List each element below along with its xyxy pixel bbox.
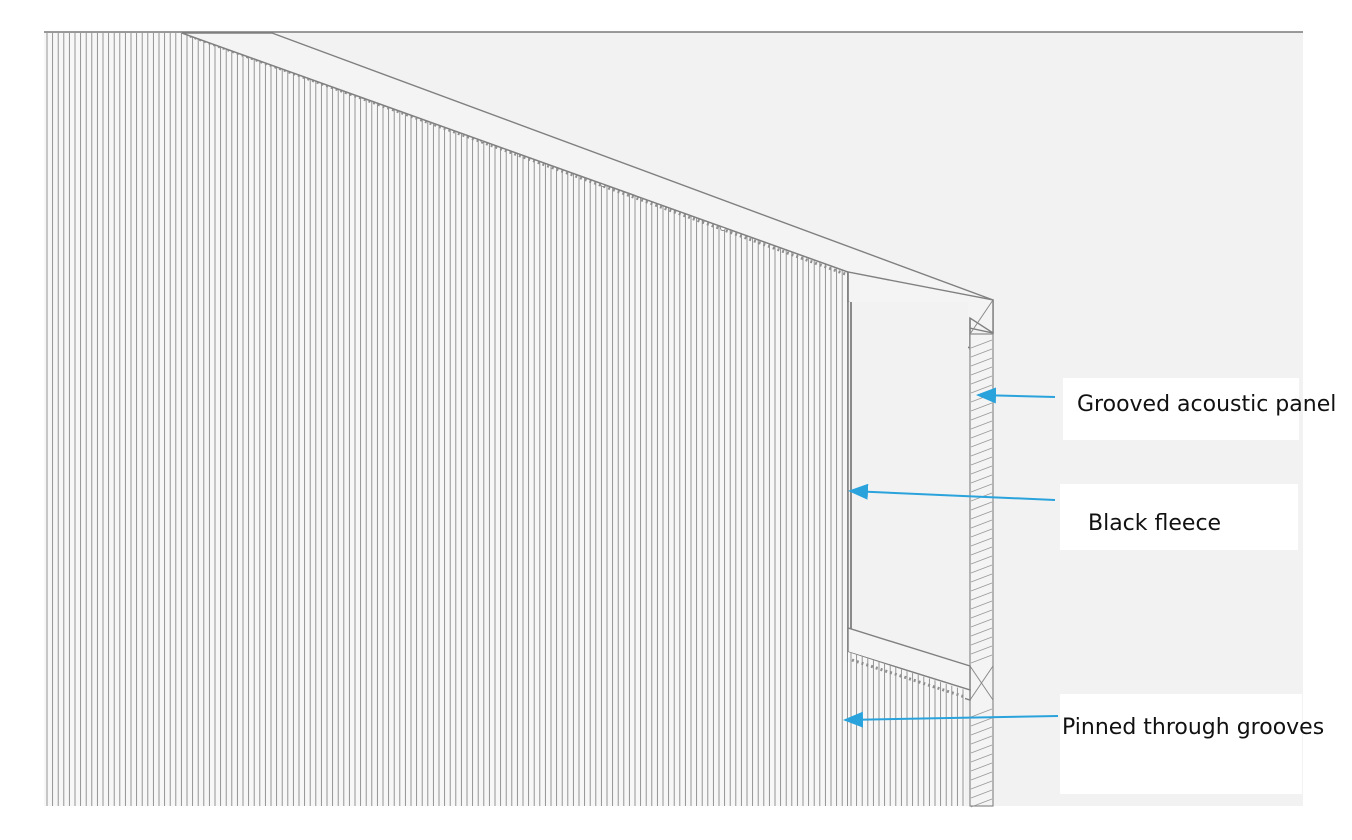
groove-line [970,600,993,610]
label-pinned-through-grooves-text: Pinned through grooves [1062,715,1325,740]
groove-line [970,339,993,349]
groove-line [970,717,993,727]
label-pinned-through-grooves: Pinned through grooves [1060,694,1324,794]
groove-line [970,429,993,439]
groove-line [970,789,993,799]
groove-line [970,591,993,601]
groove-line [970,735,993,745]
groove-line [970,564,993,574]
groove-line [970,636,993,646]
arrow-black-fleece [848,483,1056,501]
grooved-panel-edge-section [969,299,994,808]
groove-line [970,627,993,637]
groove-line [970,510,993,520]
label-grooved-acoustic-panel-text: Grooved acoustic panel [1077,392,1337,417]
groove-line [970,618,993,628]
groove-line [970,366,993,376]
groove-line [970,501,993,511]
groove-line [970,780,993,790]
groove-line [970,573,993,583]
groove-line [970,474,993,484]
groove-line [970,555,993,565]
groove-line [970,753,993,763]
groove-line [970,744,993,754]
groove-line [970,357,993,367]
arrow-grooved-panel [976,387,1056,404]
groove-line [970,546,993,556]
groove-line [970,411,993,421]
groove-line [970,348,993,358]
groove-line [970,708,993,718]
groove-line [970,762,993,772]
groove-line [970,609,993,619]
groove-line [970,537,993,547]
groove-line [970,456,993,466]
groove-line [970,420,993,430]
groove-line [970,798,993,808]
groove-line [970,645,993,655]
label-grooved-acoustic-panel: Grooved acoustic panel [1063,378,1336,440]
groove-line [970,438,993,448]
groove-line [970,465,993,475]
groove-line [970,726,993,736]
groove-line [970,519,993,529]
groove-line [970,582,993,592]
groove-line [970,402,993,412]
groove-line [970,375,993,385]
arrow-pinned-grooves [843,711,1059,728]
black-fleece-layer [847,272,968,654]
groove-line [970,528,993,538]
label-black-fleece-text: Black fleece [1088,511,1222,536]
groove-line [970,447,993,457]
groove-line [970,483,993,493]
groove-line [970,654,993,664]
groove-line [970,771,993,781]
label-black-fleece: Black fleece [1060,484,1298,550]
